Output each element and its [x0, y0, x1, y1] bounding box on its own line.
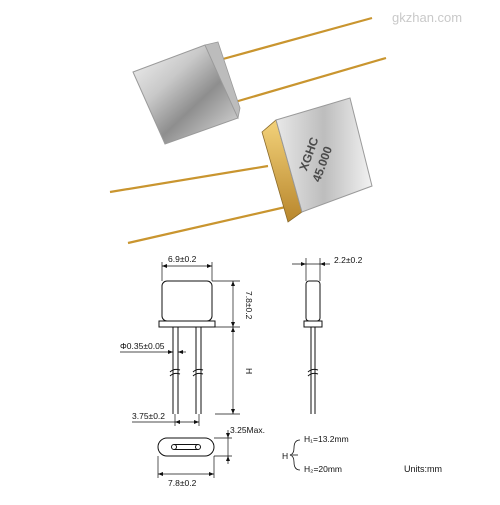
pin-diameter-label: Φ0.35±0.05 [120, 341, 165, 351]
crystal-back-lead-2 [227, 56, 387, 106]
side-view-drawing [292, 258, 330, 414]
crystal-back-base [204, 41, 241, 120]
seat-height-label: 3.25Max. [230, 425, 265, 435]
front-view-drawing [120, 262, 240, 426]
base-length-label: 7.8±0.2 [168, 478, 197, 488]
h-legend-h1: H₁=13.2mm [304, 434, 349, 444]
h-legend: H H₁=13.2mm H₂=20mm [282, 434, 349, 474]
width-dimension-label: 6.9±0.2 [168, 254, 197, 264]
side-view-can [305, 280, 321, 322]
crystal-front-lead-2 [127, 204, 291, 245]
pin-spacing-label: 3.75±0.2 [132, 411, 165, 421]
pin-break-marks [169, 368, 204, 373]
crystal-front-lead-1 [109, 164, 269, 194]
side-view-flange [303, 320, 323, 328]
bottom-view-pin-left [171, 444, 177, 450]
crystal-back-lead-1 [211, 16, 373, 64]
front-view-flange [158, 320, 216, 328]
front-view-can [161, 280, 213, 322]
height-dimension-label: 7.8±0.2 [244, 291, 254, 320]
watermark-text: gkzhan.com [392, 10, 462, 25]
bottom-view-drawing [157, 430, 232, 478]
thickness-dimension-label: 2.2±0.2 [334, 255, 363, 265]
bottom-view-pin-right [195, 444, 201, 450]
crystal-photo-front: XGHC 45.000 [109, 97, 373, 245]
h-legend-brace [289, 439, 301, 471]
lead-length-dimension-label: H [244, 368, 254, 374]
crystal-photo-back [132, 16, 387, 145]
crystal-front-can [275, 97, 373, 213]
units-label: Units:mm [404, 464, 442, 474]
h-legend-h2: H₂=20mm [304, 464, 342, 474]
bottom-view-base [157, 437, 215, 457]
h-legend-symbol: H [282, 451, 288, 461]
